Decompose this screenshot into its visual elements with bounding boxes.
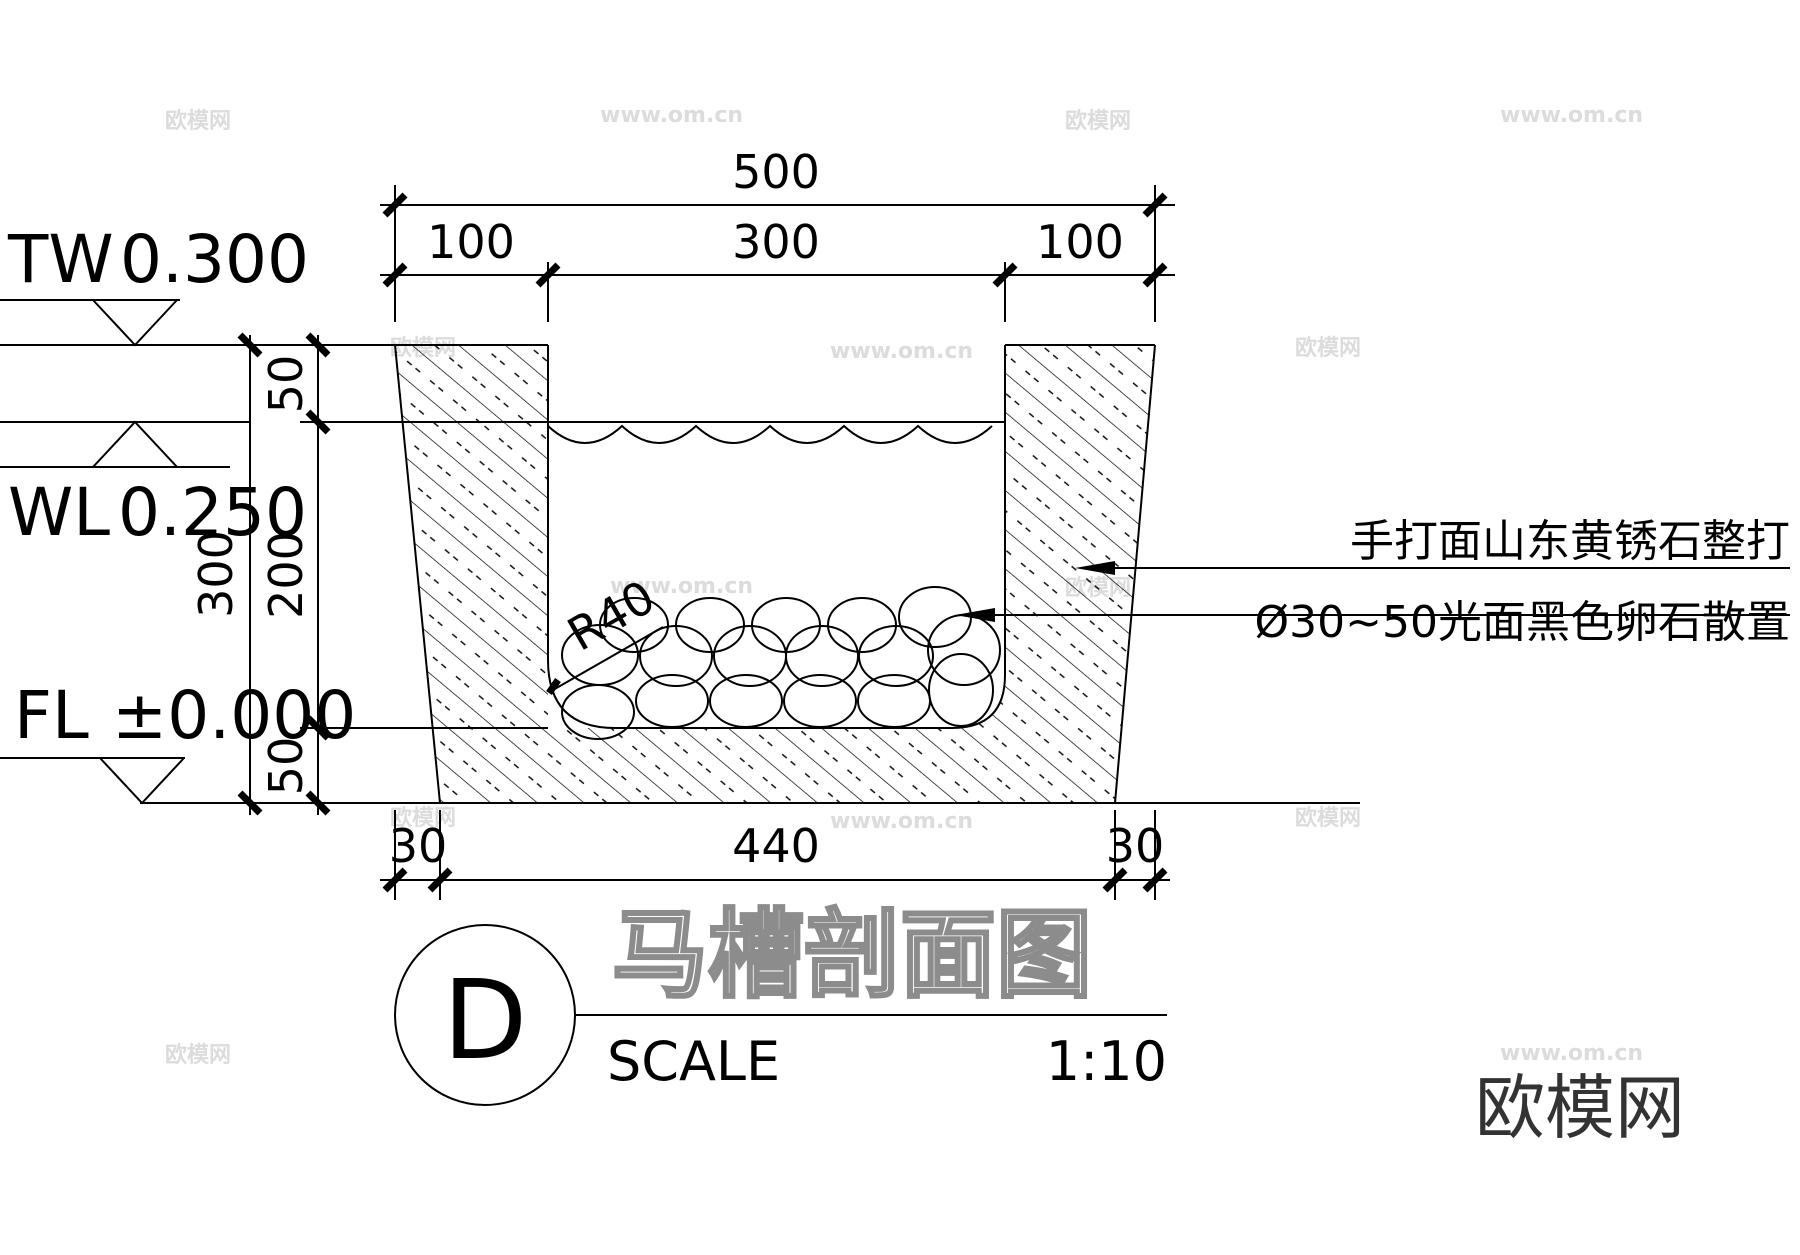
pebble [827, 597, 897, 653]
dim-bottom-right: 30 [1106, 819, 1165, 873]
level-tw-value: 0.300 [120, 221, 309, 298]
watermark-brand: 欧模网 [1065, 108, 1131, 134]
radius-leader [552, 626, 664, 691]
callout-arrow [1075, 561, 1115, 575]
pebble [599, 597, 669, 653]
callout-arrow [955, 608, 995, 622]
dim-top-right: 100 [1036, 215, 1124, 269]
watermark-site: www.om.cn [830, 809, 973, 834]
scale-label: SCALE [607, 1030, 780, 1093]
pebble [713, 625, 787, 687]
watermark-brand: 欧模网 [165, 1042, 231, 1068]
dim-vertical-total: 300 [189, 530, 243, 618]
pebble [783, 674, 857, 728]
title-block: D 马槽剖面图 SCALE 1:10 [394, 898, 1167, 1106]
watermark-brand: 欧模网 [1295, 805, 1361, 831]
dimension-tick [305, 409, 331, 435]
pebble [898, 586, 972, 648]
level-tw-triangle [92, 299, 178, 347]
dimension-tick [1142, 192, 1168, 218]
dimension-tick [1142, 867, 1168, 893]
level-fl-label: FL [14, 677, 89, 754]
dimension-tick [1142, 262, 1168, 288]
dim-vertical-bottom: 50 [259, 737, 313, 796]
pebble-fill [561, 586, 1001, 740]
vertical-dimensions: 300 50 200 50 [189, 332, 548, 816]
material-callouts: 手打面山东黄锈石整打 Ø30~50光面黑色卵石散置 [955, 516, 1790, 648]
pebble [928, 653, 994, 727]
trough-outline [394, 344, 1156, 804]
water-waves [547, 424, 993, 444]
dimension-tick [237, 332, 263, 358]
trough-inner-outline [547, 345, 1006, 729]
dim-vertical-top: 50 [259, 355, 313, 414]
dimension-tick [1102, 867, 1128, 893]
level-fl-triangle [99, 757, 185, 805]
dimension-tick [305, 332, 331, 358]
dimension-tick [305, 715, 331, 741]
pebble [858, 625, 934, 687]
radius-tick [546, 678, 561, 695]
dim-top-left: 100 [427, 215, 515, 269]
pebble [635, 674, 709, 728]
dim-bottom-left: 30 [389, 819, 448, 873]
dimension-tick [992, 262, 1018, 288]
section-symbol-letter: D [443, 956, 528, 1084]
drawing-title: 马槽剖面图 [612, 899, 1092, 1011]
pebble [751, 597, 821, 653]
dim-top-total: 500 [732, 145, 820, 199]
dimension-tick [382, 262, 408, 288]
callout-pebbles: Ø30~50光面黑色卵石散置 [1255, 597, 1790, 648]
callout-stone-finish: 手打面山东黄锈石整打 [1350, 516, 1790, 567]
dim-bottom-mid: 440 [732, 819, 820, 873]
level-wl-value: 0.250 [118, 474, 307, 551]
watermark-brand: 欧模网 [1295, 335, 1361, 361]
pebble [675, 597, 745, 653]
watermark-site: www.om.cn [600, 103, 743, 128]
level-wl-triangle [90, 420, 180, 468]
trough-wall-hatch [395, 345, 1155, 803]
watermark-site: www.om.cn [610, 574, 753, 599]
dim-vertical-mid: 200 [259, 531, 313, 619]
watermark-site: www.om.cn [830, 339, 973, 364]
pebble [857, 674, 931, 728]
watermark-brand: 欧模网 [390, 805, 456, 831]
watermark-brand: 欧模网 [165, 108, 231, 134]
bottom-dimensions: 30 440 30 [380, 810, 1170, 900]
level-tw-label: TW [7, 221, 114, 298]
dimension-tick [382, 867, 408, 893]
dimension-tick [535, 262, 561, 288]
watermark-site: www.om.cn [1500, 1041, 1643, 1066]
dimension-tick [382, 192, 408, 218]
dimension-tick [237, 790, 263, 816]
level-wl-label: WL [8, 474, 110, 551]
dimension-tick [427, 867, 453, 893]
scale-value: 1:10 [1046, 1030, 1167, 1093]
pebble [785, 625, 859, 687]
top-dimensions: 500 100 300 100 [380, 145, 1175, 322]
level-markers: TW 0.300 WL 0.250 FL ±0.000 [0, 221, 356, 805]
pebble [561, 684, 635, 740]
watermark-site: www.om.cn [1500, 103, 1643, 128]
level-fl-value: ±0.000 [112, 677, 356, 754]
dim-top-mid: 300 [732, 215, 820, 269]
trough-section: R40 [394, 344, 1156, 804]
dimension-tick [305, 790, 331, 816]
pebble [709, 674, 783, 728]
brand-logo: 欧模网 [1475, 1067, 1685, 1149]
